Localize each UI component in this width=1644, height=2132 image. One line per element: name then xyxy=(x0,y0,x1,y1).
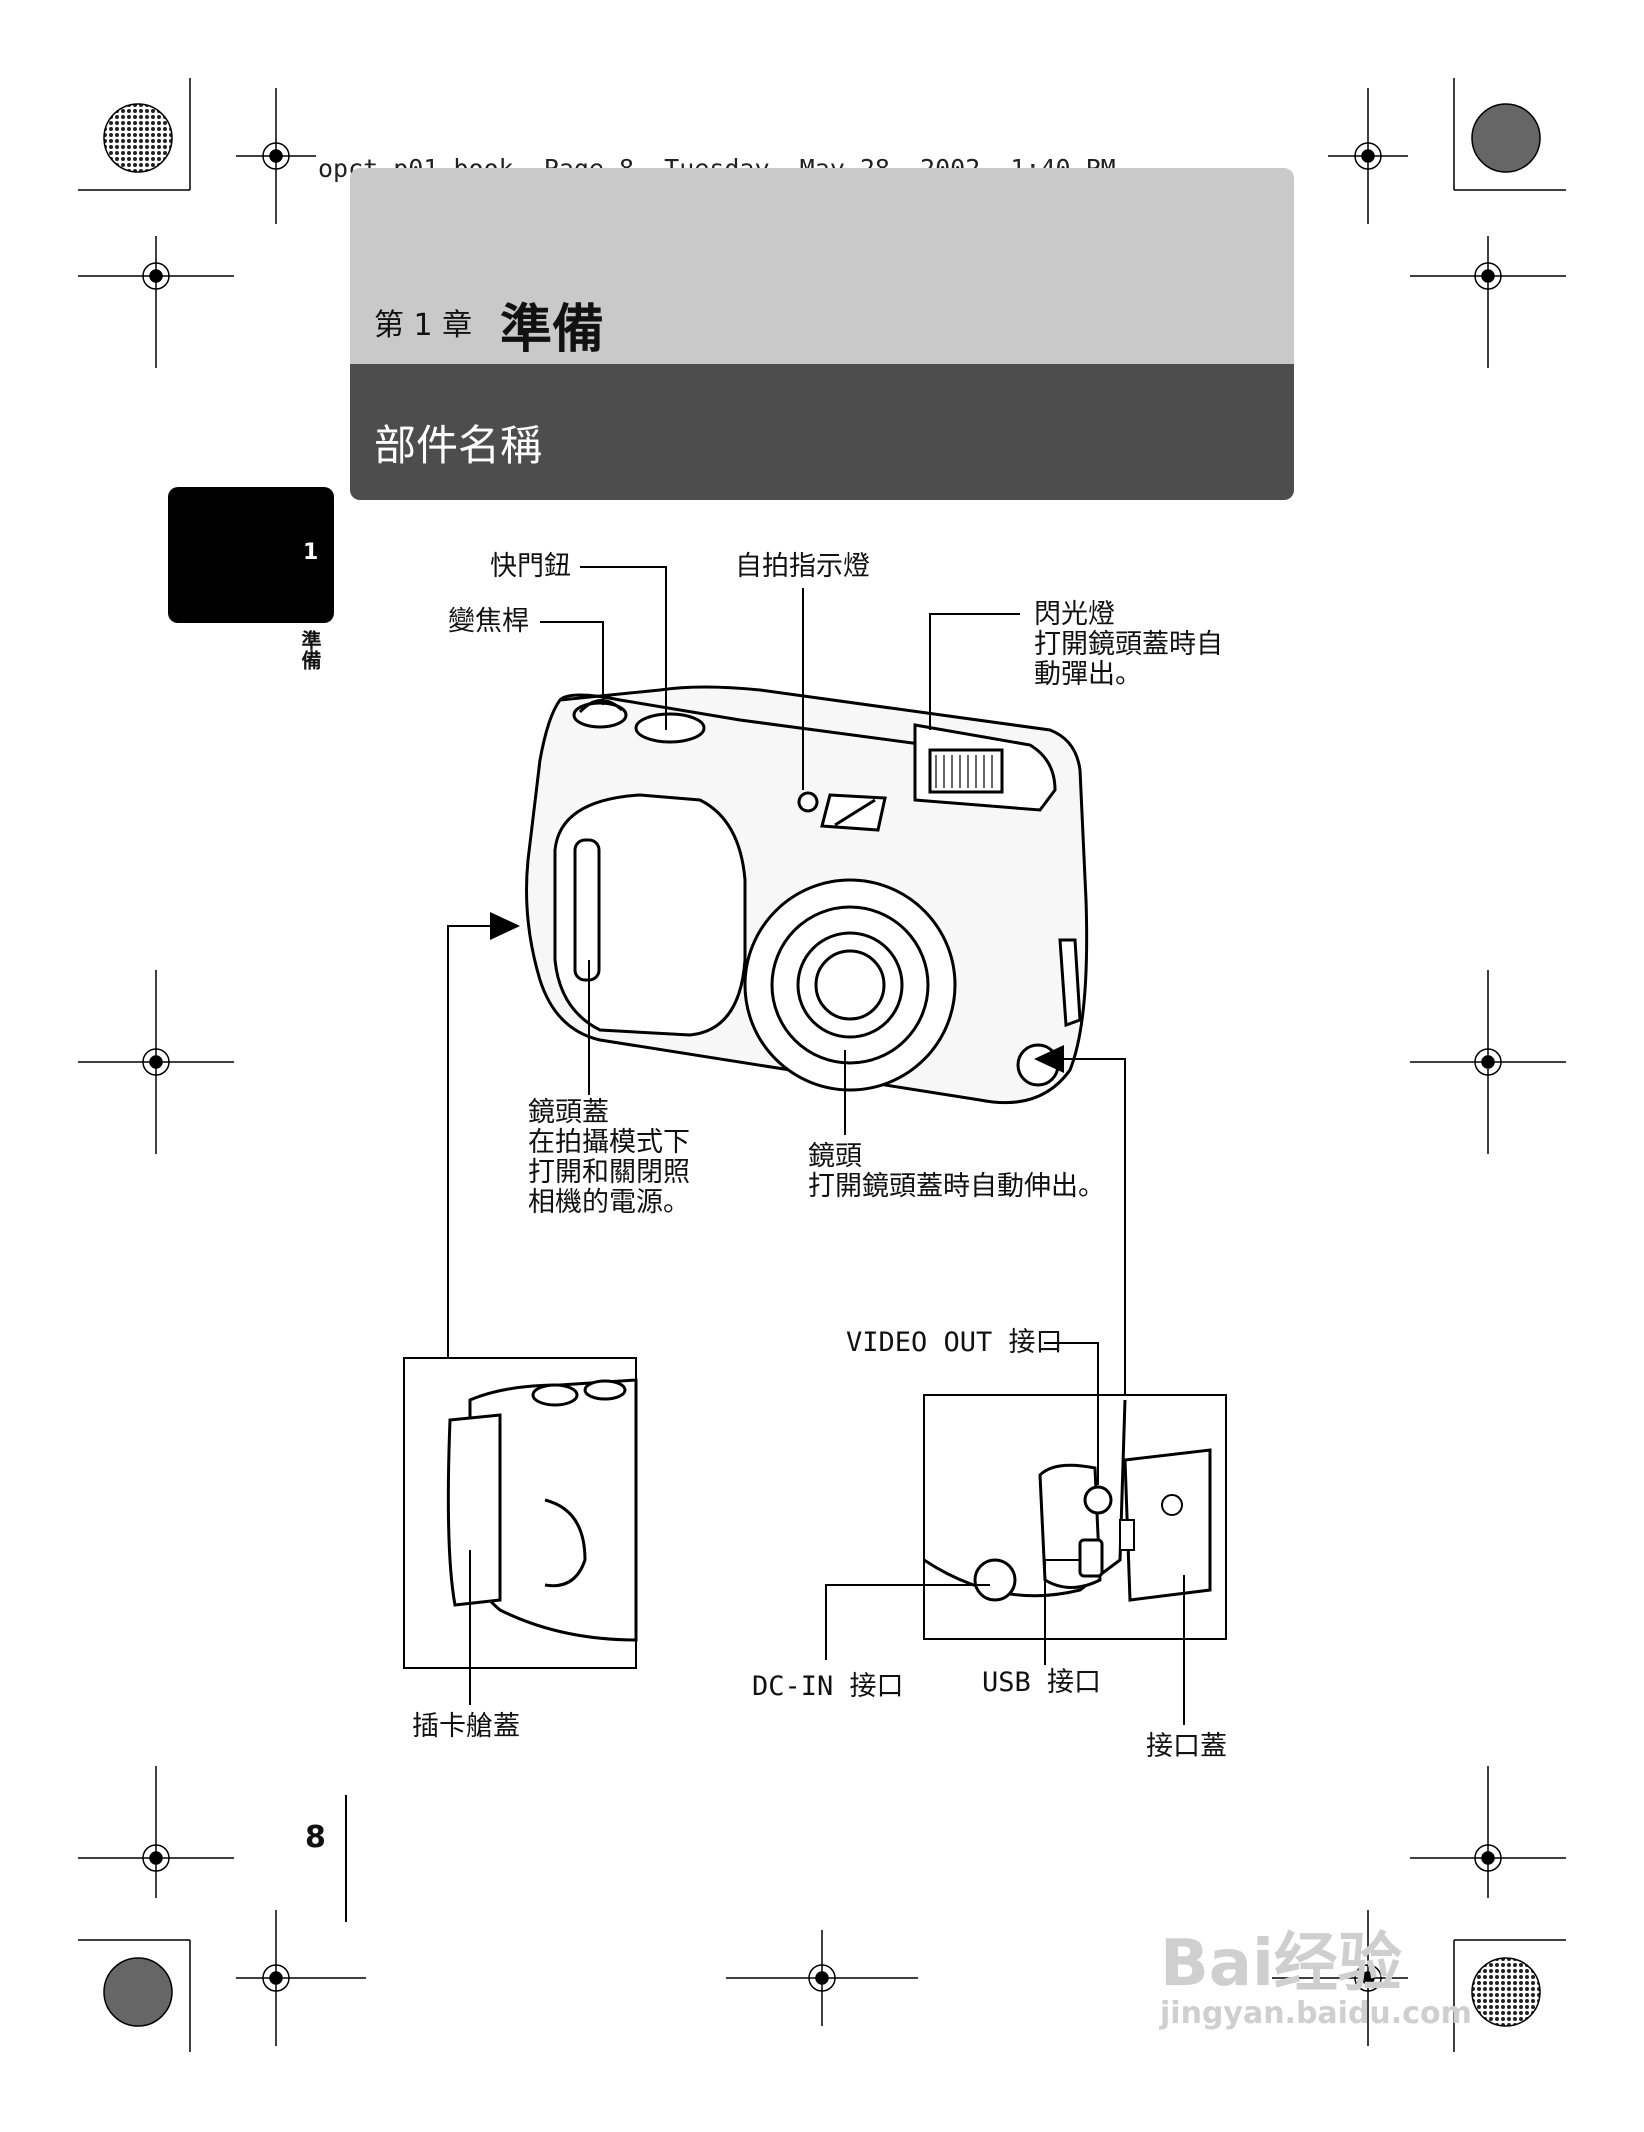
label-flash: 閃光燈 打開鏡頭蓋時自 動彈出。 xyxy=(1034,600,1223,690)
label-connector-cover: 接口蓋 xyxy=(1146,1731,1227,1762)
label-dc-in-text: DC-IN 接口 xyxy=(752,1671,904,1702)
card-cover-inset xyxy=(403,1357,638,1669)
label-shutter-button: 快門鈕 xyxy=(490,551,571,582)
chapter-tab-text: 準備 xyxy=(298,630,322,670)
label-usb-text: USB 接口 xyxy=(982,1667,1102,1698)
section-title: 部件名稱 xyxy=(374,421,543,470)
label-lens-cover-desc-1: 在拍攝模式下 xyxy=(528,1127,690,1158)
section-band xyxy=(350,364,1294,500)
chapter-label: 第 1 章 xyxy=(374,308,473,343)
label-zoom-lever: 變焦桿 xyxy=(448,606,529,637)
arrow-heads xyxy=(490,912,1064,1073)
label-lens-cover: 鏡頭蓋 在拍攝模式下 打開和關閉照 相機的電源。 xyxy=(528,1098,690,1218)
watermark-logo: Bai经验 xyxy=(1160,1927,1402,2001)
label-video-out-text: VIDEO OUT 接口 xyxy=(846,1327,1063,1358)
chapter-tab xyxy=(168,487,334,623)
sunburst-marks xyxy=(103,103,1541,2027)
label-flash-desc-1: 打開鏡頭蓋時自 xyxy=(1034,629,1223,660)
label-video-out: VIDEO OUT 接口 xyxy=(846,1328,1063,1358)
label-usb: USB 接口 xyxy=(982,1668,1101,1698)
chapter-tab-number: 1 xyxy=(303,540,319,565)
label-lens-cover-desc-3: 相機的電源。 xyxy=(528,1187,690,1218)
label-lens-title: 鏡頭 xyxy=(808,1141,862,1172)
label-card-cover: 插卡艙蓋 xyxy=(412,1711,520,1742)
registration-crosshairs xyxy=(78,88,1566,2046)
label-flash-title: 閃光燈 xyxy=(1034,599,1115,630)
label-lens-desc: 打開鏡頭蓋時自動伸出。 xyxy=(808,1171,1105,1202)
label-lens: 鏡頭 打開鏡頭蓋時自動伸出。 xyxy=(808,1142,1105,1202)
camera-illustration xyxy=(525,685,1089,1105)
chapter-title: 準備 xyxy=(500,300,605,360)
crop-marks xyxy=(78,78,1566,2052)
label-lens-cover-title: 鏡頭蓋 xyxy=(528,1097,609,1128)
chapter-band xyxy=(350,168,1294,364)
label-dc-in: DC-IN 接口 xyxy=(752,1672,904,1702)
label-flash-desc-2: 動彈出。 xyxy=(1034,659,1142,690)
page-number: 8 xyxy=(305,1820,326,1855)
connector-inset xyxy=(923,1394,1227,1640)
watermark-url: jingyan.baidu.com xyxy=(1160,1996,1472,2031)
label-self-timer-lamp: 自拍指示燈 xyxy=(735,551,870,582)
leader-lines xyxy=(447,566,1185,1725)
label-lens-cover-desc-2: 打開和關閉照 xyxy=(528,1157,690,1188)
